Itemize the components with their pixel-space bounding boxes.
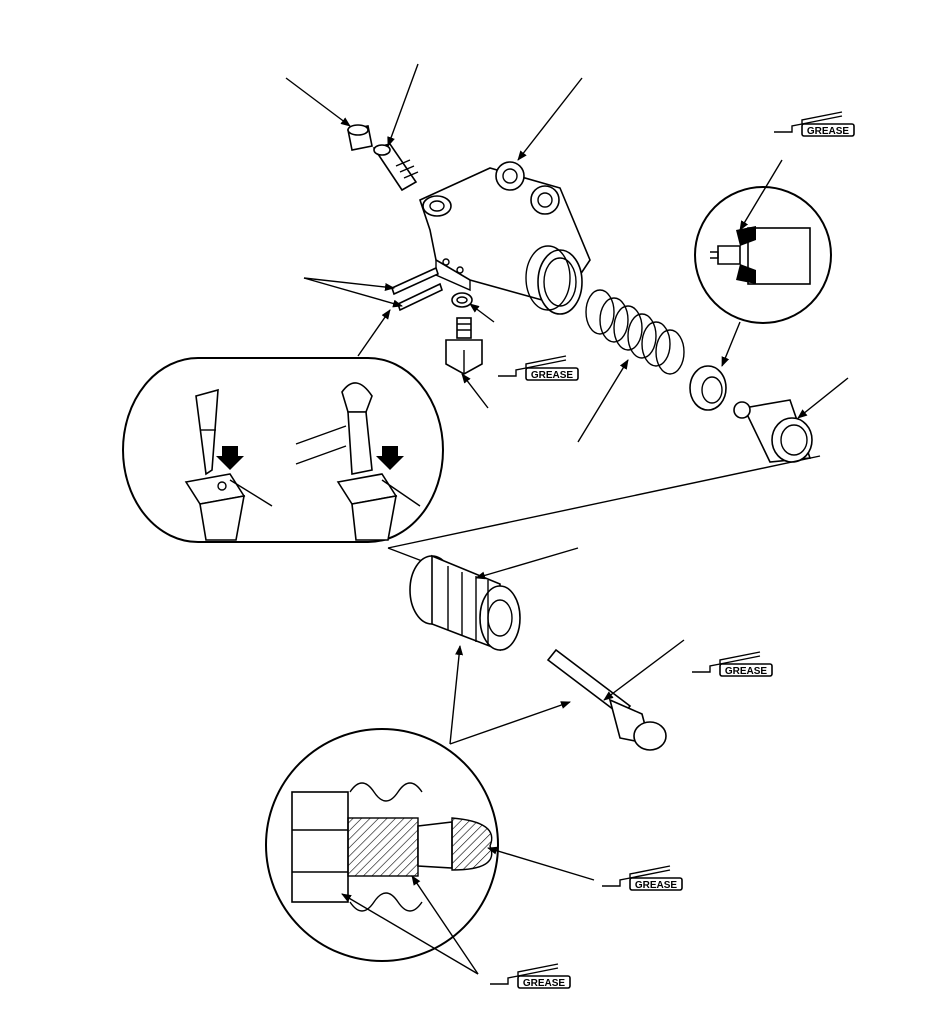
grease-label: GREASE	[523, 978, 566, 989]
grease-symbol-4: GREASE	[602, 865, 683, 891]
push-rod	[546, 648, 667, 751]
cup-detail-view	[694, 186, 832, 324]
projection-lines	[387, 455, 821, 565]
pin-installation-detail	[122, 357, 444, 543]
bleeder-cap	[347, 124, 373, 151]
union-bolt	[445, 317, 483, 375]
piston-cup	[689, 365, 727, 411]
piston-spring	[585, 289, 685, 375]
grease-symbol-1: GREASE	[774, 111, 855, 137]
grease-label: GREASE	[807, 126, 850, 137]
grease-label: GREASE	[635, 880, 678, 891]
sealing-washer	[451, 292, 473, 308]
boot-section-detail	[265, 728, 499, 962]
grease-symbol-2: GREASE	[498, 355, 579, 381]
grease-symbol-5: GREASE	[490, 963, 571, 989]
grease-label: GREASE	[725, 666, 768, 677]
grease-label: GREASE	[531, 370, 574, 381]
bleeder-screw	[372, 143, 419, 192]
piston	[733, 399, 813, 463]
callout-arrows	[285, 63, 849, 975]
rubber-boot	[409, 554, 521, 652]
spring-pins	[391, 266, 443, 312]
grease-symbol-3: GREASE	[692, 651, 773, 677]
slave-cylinder-body	[419, 161, 591, 315]
